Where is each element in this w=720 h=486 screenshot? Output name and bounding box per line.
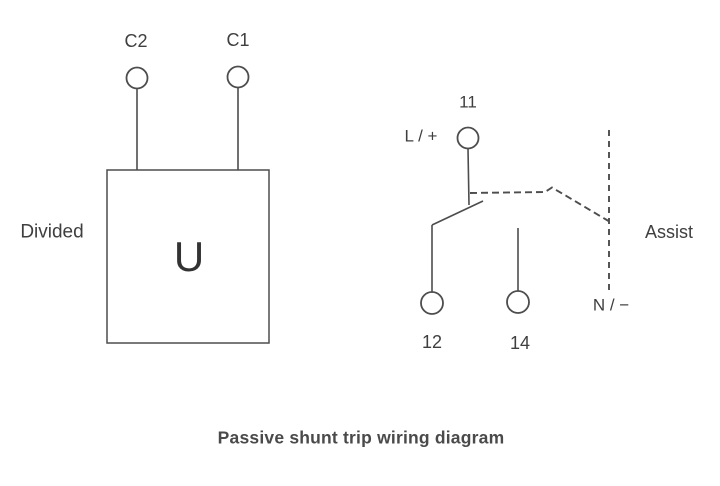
switch-unit: [420, 126, 610, 315]
coil-box: [106, 169, 270, 344]
terminal-14-circle: [506, 290, 530, 314]
line-plus-label: L / +: [404, 126, 438, 146]
terminal-11-circle: [456, 126, 480, 150]
terminal-12-circle: [420, 291, 444, 315]
terminal-c2-label: C2: [124, 31, 148, 51]
switch-blade: [431, 200, 484, 226]
coil-unit: [106, 65, 270, 344]
assist-label: Assist: [644, 222, 694, 242]
neutral-minus-label: N / −: [592, 295, 630, 315]
terminal-11-label: 11: [459, 92, 477, 112]
coil-body-label: U: [173, 233, 205, 280]
terminal-c1-circle: [226, 65, 250, 89]
terminal-12-label: 12: [421, 332, 443, 352]
divided-label: Divided: [20, 221, 84, 243]
wire-11: [467, 148, 470, 206]
linkage-dashed-line: [469, 186, 609, 222]
terminal-c2-circle: [125, 66, 149, 90]
terminal-14-label: 14: [509, 333, 531, 353]
terminal-c1-label: C1: [226, 30, 250, 50]
diagram-title: Passive shunt trip wiring diagram: [217, 427, 505, 448]
